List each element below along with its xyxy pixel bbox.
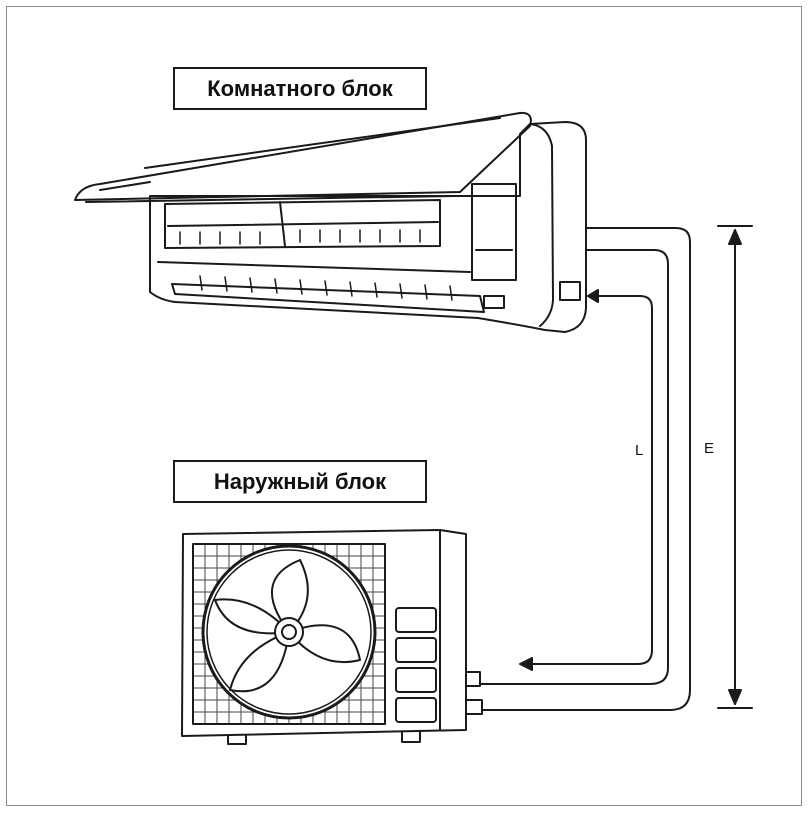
arrow-head-bottom <box>519 657 533 671</box>
pipe-length-label: L <box>635 442 644 459</box>
indoor-unit-label: Комнатного блок <box>173 67 427 110</box>
outdoor-unit <box>181 529 483 745</box>
indoor-unit <box>74 111 587 333</box>
diagram-frame <box>6 6 802 806</box>
refrigerant-pipes <box>479 227 691 711</box>
outdoor-unit-label: Наружный блок <box>173 460 427 503</box>
height-difference-label: E <box>704 440 715 457</box>
dimension-e-line <box>717 225 753 709</box>
arrow-head-top <box>587 289 599 303</box>
